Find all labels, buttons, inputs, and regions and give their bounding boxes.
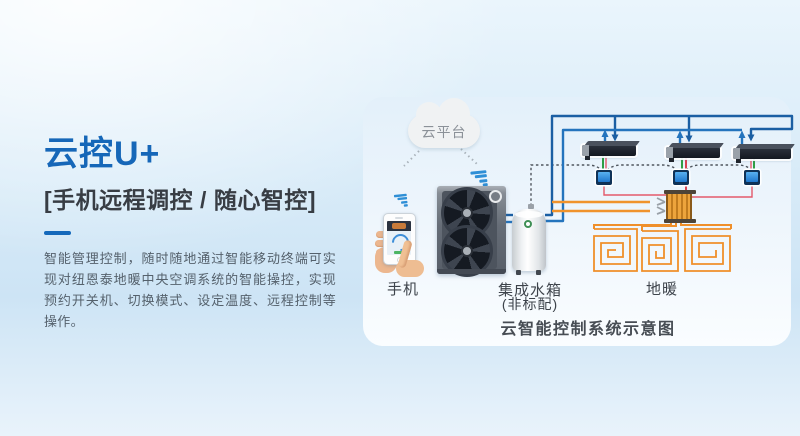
page-title: 云控U+	[44, 135, 161, 173]
tank-foot	[536, 270, 541, 275]
page-subtitle: [手机远程调控 / 随心智控]	[44, 187, 316, 213]
tank-fitting	[528, 204, 534, 209]
diagram-caption: 云智能控制系统示意图	[500, 321, 676, 338]
fan-icon	[441, 225, 493, 277]
water-tank-graphic	[512, 209, 546, 275]
wifi-signal-icon	[468, 168, 488, 188]
tank-note: (非标配)	[501, 296, 559, 312]
brand-logo-badge	[524, 220, 532, 228]
heat-pump-base	[437, 269, 506, 274]
manifold-graphic	[664, 190, 696, 223]
phone-speaker	[395, 217, 403, 219]
tank-label: 集成水箱	[497, 282, 562, 299]
heat-pump-graphic	[437, 186, 506, 277]
description-paragraph: 智能管理控制，随时随地通过智能移动终端可实现对纽恩泰地暖中央空调系统的智能操控，…	[44, 251, 336, 329]
brand-logo-badge	[489, 190, 502, 203]
accent-divider	[44, 231, 71, 235]
phone-label: 手机	[386, 281, 419, 298]
thermostat-icon	[744, 170, 760, 185]
fan-coil-unit-graphic	[733, 148, 791, 163]
app-action-bar	[394, 251, 404, 254]
tank-foot	[516, 270, 521, 275]
hand-finger	[376, 231, 387, 238]
hand-finger	[375, 240, 387, 247]
cloud-icon: 云平台	[408, 98, 480, 148]
cloud-label: 云平台	[421, 124, 467, 140]
app-header	[387, 221, 411, 231]
fan-coil-unit-graphic	[666, 147, 720, 162]
thermostat-icon	[673, 170, 689, 185]
fan-coil-unit-graphic	[582, 145, 636, 160]
intro-panel: 云控U+ [手机远程调控 / 随心智控] 智能管理控制，随时随地通过智能移动终端…	[44, 136, 344, 332]
thermostat-icon	[596, 170, 612, 185]
floor-heating-label: 地暖	[645, 281, 678, 298]
wifi-signal-icon	[392, 192, 408, 208]
